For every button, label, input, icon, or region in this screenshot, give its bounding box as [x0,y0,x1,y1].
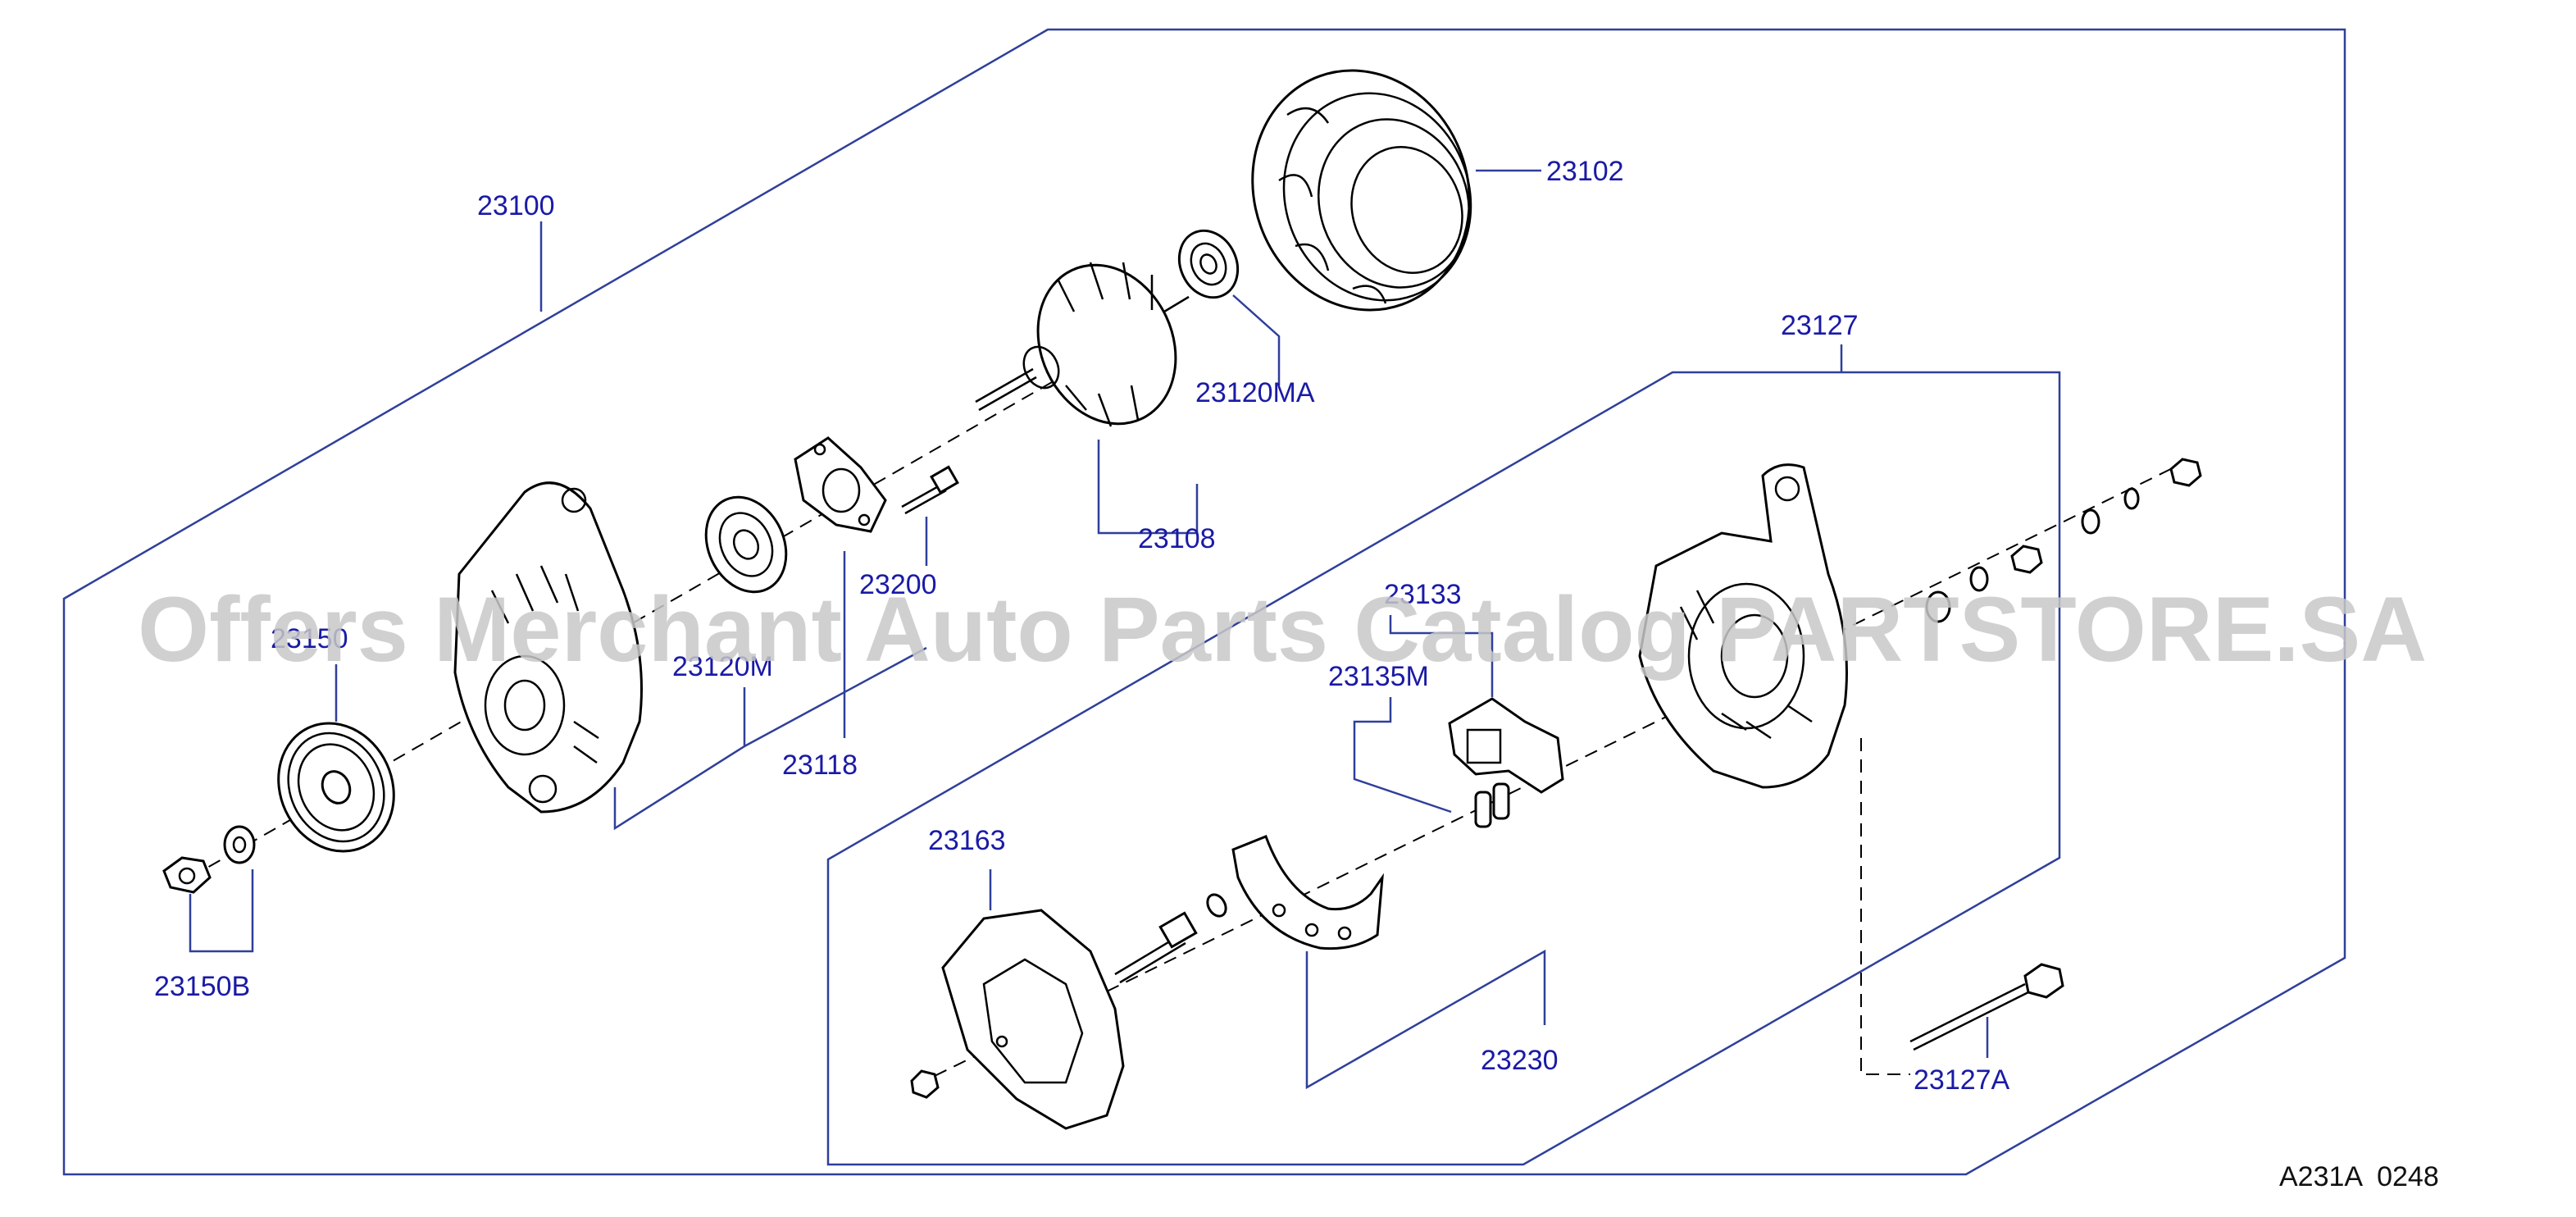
rotor [975,262,1190,427]
label-23120M[interactable]: 23120M [672,651,773,682]
watermark: Offers Merchant Auto Parts Catalog PARTS… [138,578,2427,681]
axis-rear [934,460,2188,1077]
terminal-bolt [1114,893,1227,984]
label-23200[interactable]: 23200 [859,569,937,600]
regulator-brush-holder [1448,697,1564,828]
leader-23120MA [1232,294,1281,385]
front-housing [453,481,643,814]
rear-bearing [1177,229,1240,299]
rear-cover [910,909,1125,1130]
assembly-frame-rear [826,371,2061,1166]
leader-23120M-connector [744,646,927,748]
rear-housing [1638,463,1848,789]
label-23135M[interactable]: 23135M [1328,661,1429,692]
assembly-frame-outer [62,28,2346,1176]
label-23100[interactable]: 23100 [477,190,555,221]
rear-hardware [1925,458,2202,623]
retainer-screw [901,465,959,515]
leader-23230 [1305,949,1546,1090]
label-23120MA[interactable]: 23120MA [1195,377,1315,408]
label-23150[interactable]: 23150 [271,623,348,654]
label-23133[interactable]: 23133 [1384,579,1462,610]
rectifier [1231,835,1384,950]
axis-through-bolt [1860,738,1910,1075]
through-bolt [1909,963,2064,1051]
front-bearing [704,495,788,594]
label-23127A[interactable]: 23127A [1914,1064,2010,1096]
nut-washer-group [162,825,256,894]
label-23127[interactable]: 23127 [1781,310,1859,341]
leader-23150B [189,869,254,953]
pulley [277,722,395,853]
leader-23135M [1353,697,1452,814]
label-23150B[interactable]: 23150B [154,971,250,1002]
bearing-retainer [794,436,887,533]
diagram-reference: A231A 0248 [2279,1161,2439,1192]
leader-23120M [613,687,746,831]
stator [1251,69,1472,312]
label-23108[interactable]: 23108 [1138,523,1216,554]
leader-23108 [1097,440,1199,535]
label-23102[interactable]: 23102 [1546,156,1624,187]
label-23230[interactable]: 23230 [1481,1045,1559,1076]
leader-23133 [1389,615,1494,697]
label-23163[interactable]: 23163 [928,825,1006,856]
label-23118[interactable]: 23118 [782,750,858,781]
